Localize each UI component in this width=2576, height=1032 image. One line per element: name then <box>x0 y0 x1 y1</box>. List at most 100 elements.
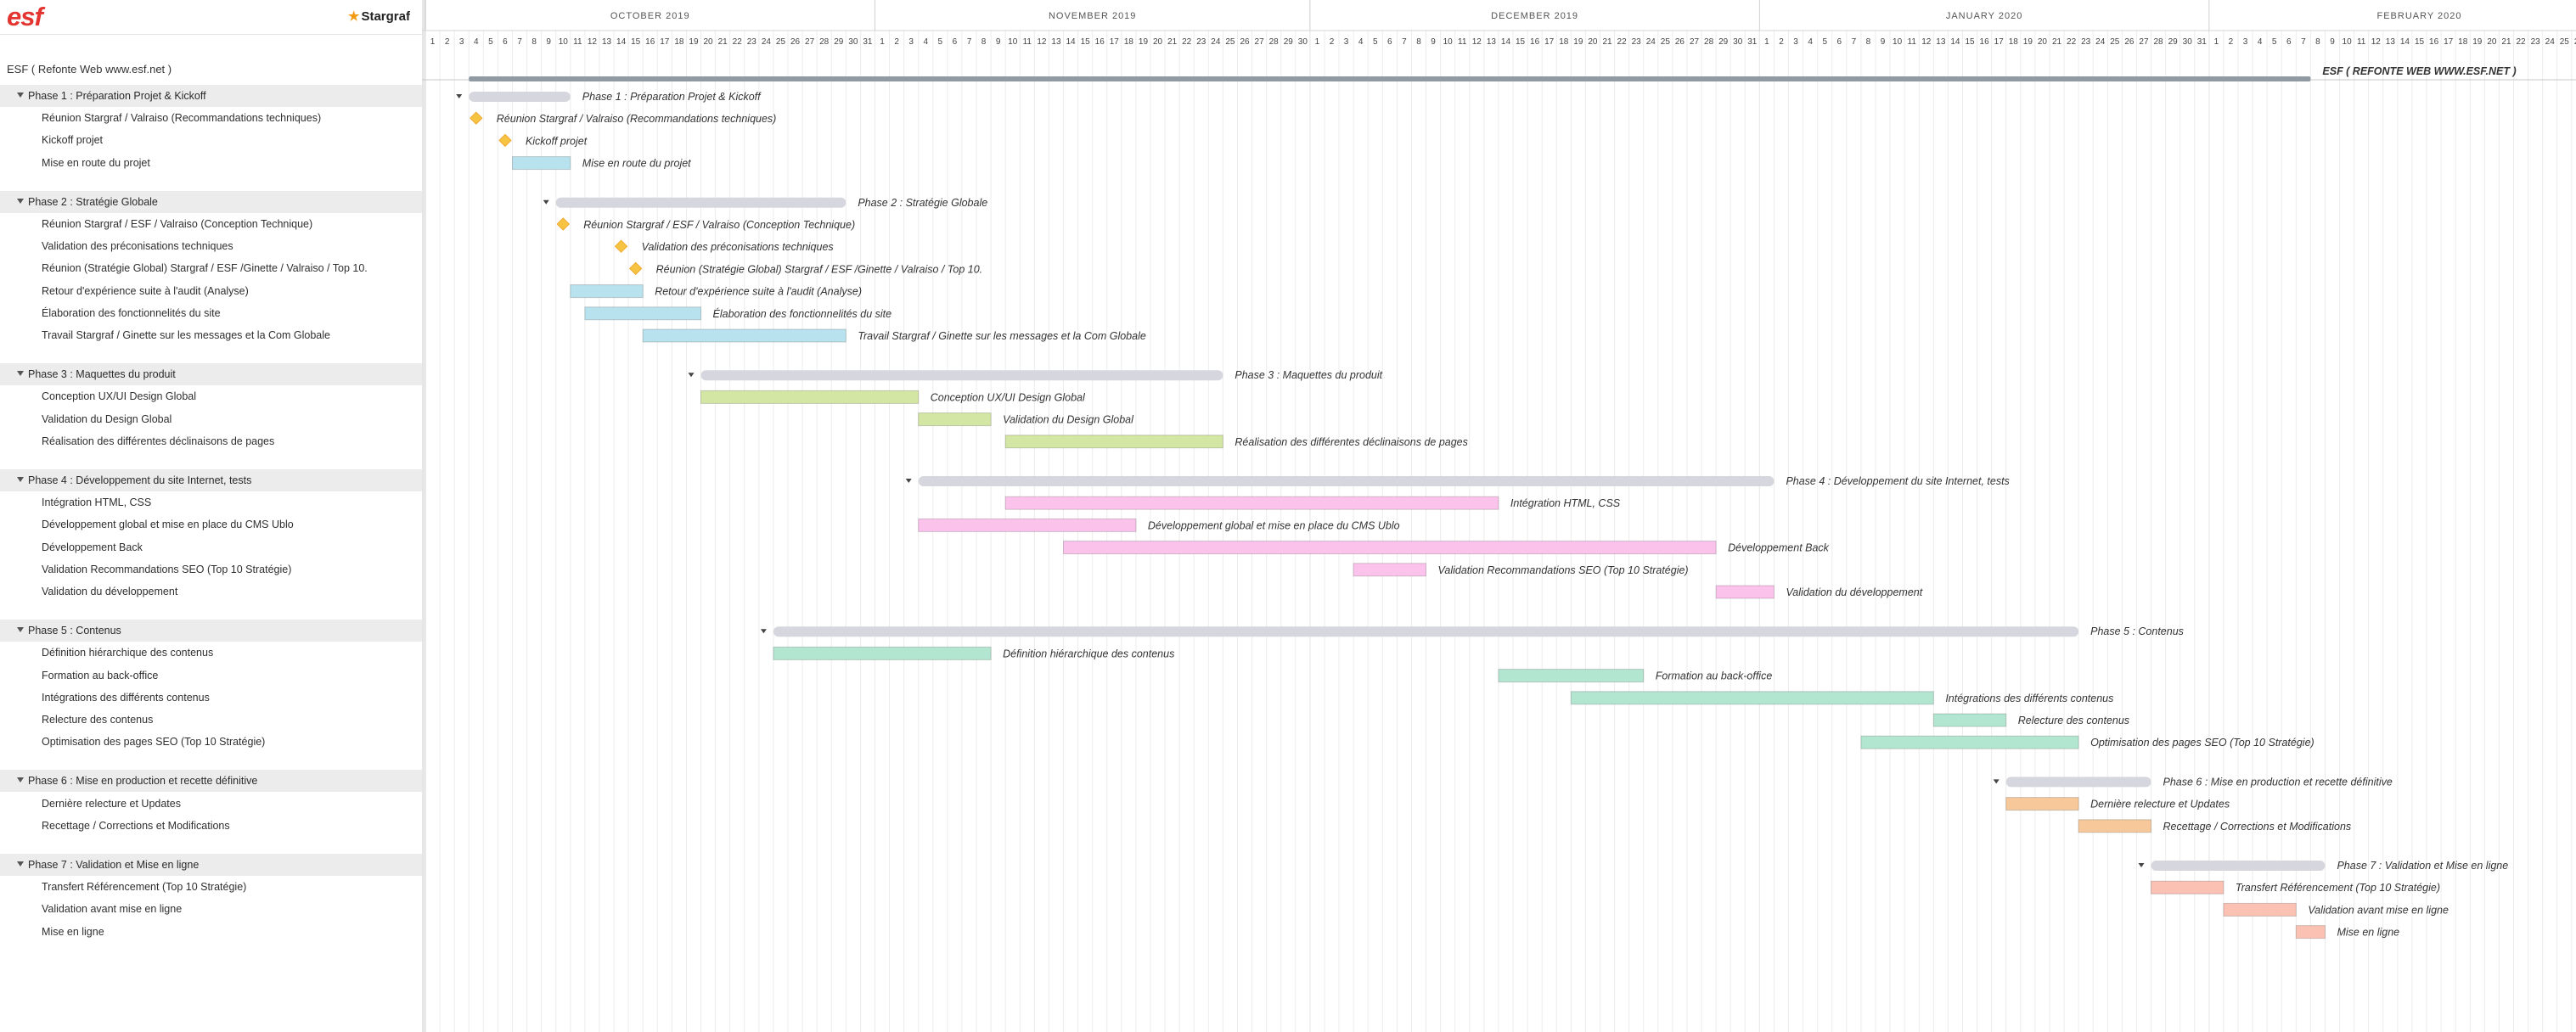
task-row[interactable]: Conception UX/UI Design Global <box>0 385 422 407</box>
task-bar[interactable] <box>642 328 846 343</box>
task-bar[interactable] <box>2295 925 2326 939</box>
phase-caret-icon[interactable] <box>1993 779 1999 784</box>
task-row[interactable]: Validation avant mise en ligne <box>0 898 422 920</box>
task-bar[interactable] <box>1004 496 1499 510</box>
task-bar[interactable] <box>2223 902 2297 917</box>
task-row[interactable]: Développement Back <box>0 536 422 558</box>
phase-bar[interactable] <box>2151 861 2326 871</box>
phase-row[interactable]: Phase 2 : Stratégie Globale <box>0 190 422 213</box>
phase-bar[interactable] <box>2005 777 2151 788</box>
task-row[interactable]: Intégrations des différents contenus <box>0 687 422 709</box>
task-bar[interactable] <box>1353 563 1427 577</box>
milestone-diamond-icon[interactable] <box>498 133 512 148</box>
phase-caret-icon[interactable] <box>688 373 695 378</box>
day-label: 1 <box>1315 37 1320 47</box>
phase-caret-icon[interactable] <box>543 199 549 205</box>
collapse-caret-icon[interactable] <box>17 627 24 633</box>
phase-row[interactable]: Phase 6 : Mise en production et recette … <box>0 770 422 793</box>
project-title[interactable]: ESF ( Refonte Web www.esf.net ) <box>7 63 172 76</box>
milestone-diamond-icon[interactable] <box>614 239 628 253</box>
task-row[interactable]: Retour d'expérience suite à l'audit (Ana… <box>0 280 422 302</box>
task-bar[interactable] <box>1570 691 1934 705</box>
phase-row[interactable]: Phase 4 : Développement du site Internet… <box>0 469 422 491</box>
phase-caret-icon[interactable] <box>456 94 463 98</box>
task-bar[interactable] <box>570 284 644 299</box>
task-bar[interactable] <box>918 412 992 427</box>
task-row[interactable]: Relecture des contenus <box>0 709 422 731</box>
task-bar-label: Développement global et mise en place du… <box>1148 519 1400 531</box>
task-row[interactable]: Réalisation des différentes déclinaisons… <box>0 430 422 452</box>
day-label: 28 <box>819 37 830 47</box>
phase-row[interactable]: Phase 3 : Maquettes du produit <box>0 363 422 386</box>
phase-bar[interactable] <box>700 370 1223 381</box>
day-label: 11 <box>573 37 582 47</box>
task-row[interactable]: Formation au back-office <box>0 665 422 687</box>
task-row[interactable]: Validation des préconisations techniques <box>0 235 422 257</box>
phase-caret-icon[interactable] <box>905 479 912 483</box>
phase-bar-label: Phase 6 : Mise en production et recette … <box>2163 776 2393 788</box>
task-row[interactable]: Élaboration des fonctionnelités du site <box>0 302 422 324</box>
task-row[interactable]: Réunion Stargraf / ESF / Valraiso (Conce… <box>0 213 422 235</box>
task-bar[interactable] <box>1860 735 2079 749</box>
day-label: 24 <box>1646 37 1656 47</box>
phase-caret-icon[interactable] <box>760 629 767 634</box>
task-bar[interactable] <box>584 306 702 321</box>
task-row[interactable]: Kickoff projet <box>0 129 422 151</box>
collapse-caret-icon[interactable] <box>17 861 24 867</box>
day-label: 3 <box>1793 37 1798 47</box>
milestone-diamond-icon[interactable] <box>628 261 643 276</box>
task-bar[interactable] <box>1932 713 2007 727</box>
phase-bar[interactable] <box>469 92 571 102</box>
phase-row[interactable]: Phase 1 : Préparation Projet & Kickoff <box>0 85 422 107</box>
task-row[interactable]: Validation du développement <box>0 580 422 603</box>
month-label: JANUARY 2020 <box>1946 11 2022 21</box>
task-row[interactable]: Mise en ligne <box>0 921 422 943</box>
collapse-caret-icon[interactable] <box>17 477 24 482</box>
task-bar[interactable] <box>1498 669 1645 683</box>
task-row[interactable]: Réunion (Stratégie Global) Stargraf / ES… <box>0 257 422 279</box>
phase-row[interactable]: Phase 5 : Contenus <box>0 620 422 642</box>
task-bar[interactable] <box>1004 435 1223 449</box>
task-row[interactable]: Validation Recommandations SEO (Top 10 S… <box>0 558 422 580</box>
task-bar[interactable] <box>918 518 1137 532</box>
phase-row[interactable]: Phase 7 : Validation et Mise en ligne <box>0 854 422 876</box>
collapse-caret-icon[interactable] <box>17 93 24 98</box>
project-summary-bar[interactable] <box>469 76 2311 81</box>
milestone-diamond-icon[interactable] <box>556 217 570 231</box>
phase-caret-icon[interactable] <box>2138 863 2145 867</box>
task-row[interactable]: Définition hiérarchique des contenus <box>0 642 422 664</box>
collapse-caret-icon[interactable] <box>17 371 24 377</box>
day-label: 16 <box>1095 37 1105 47</box>
task-row[interactable]: Développement global et mise en place du… <box>0 513 422 536</box>
task-bar[interactable] <box>1715 585 1775 599</box>
phase-bar[interactable] <box>555 197 846 208</box>
phase-bar[interactable] <box>918 476 1775 486</box>
task-row[interactable]: Réunion Stargraf / Valraiso (Recommandat… <box>0 107 422 129</box>
task-row[interactable]: Travail Stargraf / Ginette sur les messa… <box>0 324 422 346</box>
task-row[interactable]: Mise en route du projet <box>0 152 422 174</box>
task-bar[interactable] <box>2005 797 2079 811</box>
task-row[interactable]: Optimisation des pages SEO (Top 10 Strat… <box>0 731 422 753</box>
collapse-caret-icon[interactable] <box>17 777 24 783</box>
day-label: 24 <box>2545 37 2556 47</box>
milestone-diamond-icon[interactable] <box>470 111 483 125</box>
day-label: 26 <box>1675 37 1685 47</box>
task-row[interactable]: Recettage / Corrections et Modifications <box>0 815 422 837</box>
task-bar-label: Validation du développement <box>1786 586 1922 598</box>
task-bar[interactable] <box>2078 819 2152 833</box>
task-bar[interactable] <box>773 646 992 660</box>
task-bar[interactable] <box>511 156 571 171</box>
task-row[interactable]: Validation du Design Global <box>0 408 422 430</box>
task-row[interactable]: Intégration HTML, CSS <box>0 491 422 513</box>
task-row[interactable]: Transfert Référencement (Top 10 Stratégi… <box>0 876 422 898</box>
phase-bar[interactable] <box>773 626 2079 637</box>
task-row[interactable]: Dernière relecture et Updates <box>0 793 422 815</box>
day-label: 23 <box>1632 37 1642 47</box>
task-bar-label: Élaboration des fonctionnelités du site <box>713 307 892 320</box>
collapse-caret-icon[interactable] <box>17 198 24 204</box>
task-bar[interactable] <box>1063 541 1717 555</box>
task-bar[interactable] <box>2151 880 2224 895</box>
task-label: Recettage / Corrections et Modifications <box>42 819 230 832</box>
task-bar[interactable] <box>700 390 920 404</box>
